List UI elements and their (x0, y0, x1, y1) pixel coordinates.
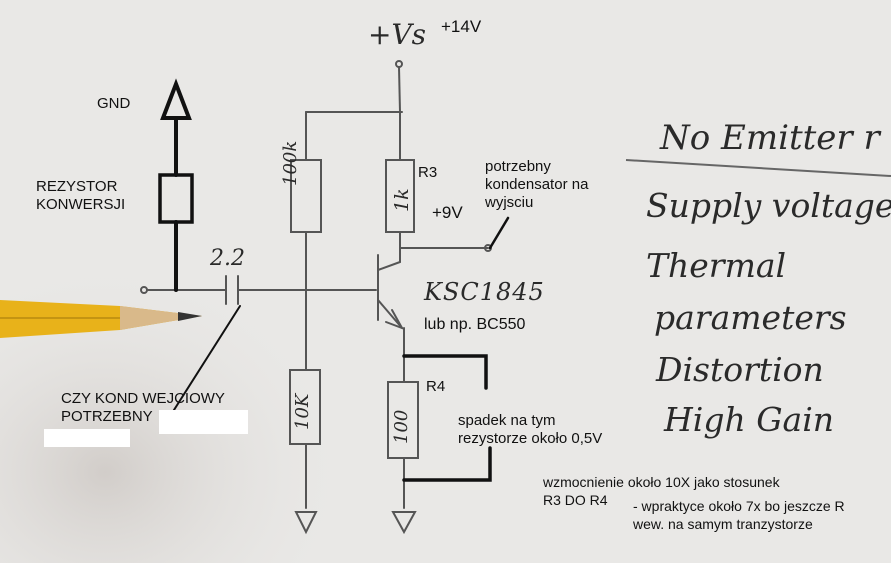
gain-note-4: wew. na samym tranzystorze (633, 516, 813, 532)
note-high-gain: High Gain (664, 400, 835, 439)
r-1k-label: 1k (391, 188, 413, 212)
pencil (0, 300, 202, 338)
voltage-drop-note-2: rezystorze około 0,5V (458, 430, 603, 447)
transistor-label: KSC1845 (424, 278, 545, 306)
note-thermal: Thermal (646, 246, 787, 285)
circuit-wiring (140, 60, 492, 535)
r4-label: R4 (426, 378, 446, 395)
note-distortion: Distortion (656, 350, 824, 389)
conversion-resistor-label-2: KONWERSJI (36, 196, 126, 213)
supply-voltage-label: +14V (441, 17, 482, 36)
output-cap-note-3: wyjsciu (485, 194, 534, 211)
supply-label: +Vs (368, 18, 427, 51)
input-cap-question-2: POTRZEBNY (61, 408, 153, 425)
cap-value-label: 2.2 (210, 246, 245, 271)
v9-label: +9V (432, 203, 463, 222)
redaction-box-1 (44, 429, 130, 447)
output-cap-note-1: potrzebny (485, 158, 551, 175)
r-10k-label: 10K (292, 393, 313, 430)
input-cap-question-1: CZY KOND WEJCIOWY (61, 390, 225, 407)
conversion-resistor-label-1: REZYSTOR (36, 178, 118, 195)
r-100k-label: 100k (280, 140, 301, 186)
voltage-drop-note-1: spadek na tym (458, 412, 556, 429)
r3-label: R3 (418, 164, 438, 181)
output-cap-note-2: kondensator na (485, 176, 589, 193)
r-100-label: 100 (391, 409, 412, 444)
notes-divider (625, 159, 891, 177)
redaction-box-2 (159, 410, 248, 434)
alt-transistor-label: lub np. BC550 (424, 316, 526, 333)
gain-note-2: R3 DO R4 (543, 492, 608, 508)
gnd-label: GND (97, 95, 131, 112)
gain-note-3: - wpraktyce około 7x bo jeszcze R (633, 498, 845, 514)
gain-note-1: wzmocnienie około 10X jako stosunek (543, 474, 780, 490)
note-parameters: parameters (654, 298, 847, 337)
note-supply-voltage: Supply voltage (646, 186, 891, 225)
note-no-emitter: No Emitter r (660, 118, 880, 158)
marker-overlay (158, 78, 510, 482)
